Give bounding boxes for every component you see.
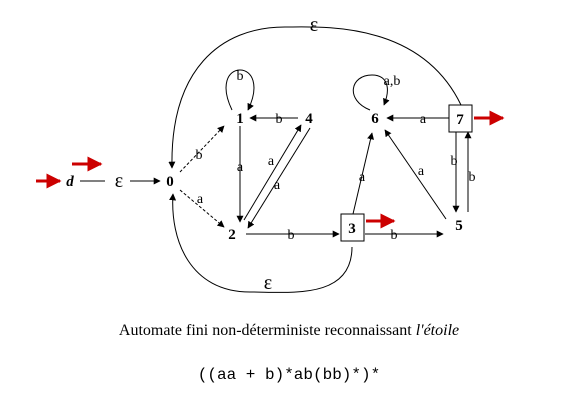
label-6-6: a,b — [384, 74, 401, 89]
label-4-1: b — [276, 112, 283, 127]
edge-3-0 — [169, 193, 353, 293]
label-1-1: b — [237, 69, 244, 84]
label-0-2: a — [197, 192, 204, 207]
label-d-0: ε — [115, 170, 123, 192]
caption-italic: l'étoile — [415, 322, 460, 339]
edge-0-1 — [179, 125, 225, 173]
label-3-0: ε — [264, 272, 272, 294]
regex-expression: ((aa + b)*ab(bb)*)* — [197, 366, 381, 384]
edge-1-1 — [225, 69, 255, 111]
label-7-6: a — [420, 112, 427, 127]
state-3-box — [340, 213, 365, 242]
label-7-0: ε — [310, 14, 318, 36]
edge-5-6 — [384, 129, 447, 220]
edge-6-6 — [352, 74, 390, 111]
label-3-5: b — [391, 228, 398, 243]
state-6: 6 — [371, 111, 379, 127]
state-7: 7 — [456, 112, 464, 128]
state-2: 2 — [228, 227, 236, 243]
edge-3-6 — [352, 132, 374, 215]
label-1-2: a — [237, 160, 244, 175]
label-3-6: a — [359, 170, 366, 185]
caption-text: Automate fini non-déterministe reconnais… — [118, 322, 416, 339]
label-7-5: b — [451, 154, 458, 169]
state-d: d — [66, 174, 74, 190]
edge-0-2 — [179, 189, 225, 228]
edge-2-4 — [243, 124, 302, 221]
diagram-caption: Automate fini non-déterministe reconnais… — [0, 322, 578, 340]
label-2-3: b — [288, 228, 295, 243]
state-4: 4 — [305, 111, 313, 127]
state-1: 1 — [236, 111, 244, 127]
label-0-1: b — [196, 148, 203, 163]
state-7-box — [448, 104, 473, 133]
label-4-2: a — [274, 178, 281, 193]
label-2-4: a — [268, 154, 275, 169]
label-5-6: a — [418, 164, 425, 179]
label-5-7: b — [469, 170, 476, 185]
state-0: 0 — [166, 174, 174, 190]
state-3: 3 — [348, 221, 356, 237]
edge-4-2 — [247, 127, 311, 229]
state-5: 5 — [455, 218, 463, 234]
edge-7-0 — [168, 26, 462, 169]
